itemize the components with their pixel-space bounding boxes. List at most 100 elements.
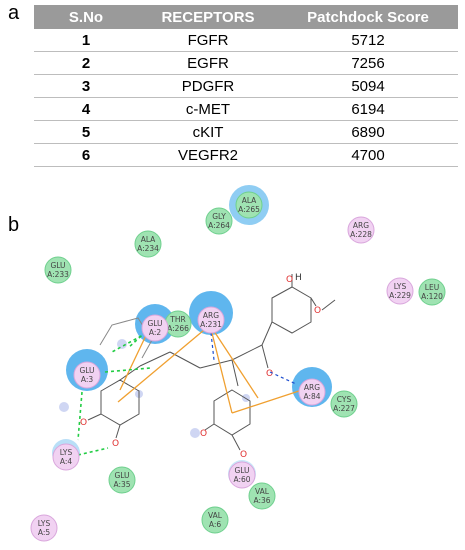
residue-name: GLU [50,261,65,270]
ring-left [100,379,140,426]
residue-number: A:229 [389,291,411,300]
residue-name: GLU [114,471,129,480]
cell-receptor: FGFR [138,29,278,52]
hbond-line [127,327,151,349]
cell-receptor: cKIT [138,120,278,144]
residue-glu35: GLU A:35 [108,466,136,494]
atom-oxygen: O [314,306,321,316]
cell-score: 5094 [278,74,458,98]
residue-name: ARG [353,221,369,230]
pi-line [117,324,211,403]
residue-disc [347,216,375,244]
residue-name: GLY [212,212,226,221]
hbond-line [77,447,109,456]
residue-name: LYS [394,282,407,291]
atom-oxygen: O [240,450,247,460]
pi-line [209,324,233,414]
residue-number: A:60 [233,475,250,484]
patchdock-score-table: S.No RECEPTORS Patchdock Score 1 FGFR 57… [34,5,458,167]
residue-lys229: LYS A:229 [386,277,414,305]
cell-sno: 3 [34,74,138,98]
header-sno: S.No [34,5,138,29]
residue-cys227: CYS A:227 [330,390,358,418]
residue-disc [134,230,162,258]
residue-disc [205,207,233,235]
residue-val6: VAL A:6 [201,506,229,534]
residue-disc [141,314,169,342]
residue-glu2: GLU A:2 [141,314,169,342]
residue-disc [30,514,58,542]
table-row: 5 cKIT 6890 [34,120,458,144]
residue-name: LEU [425,283,439,292]
bond [115,424,121,439]
bond [199,359,233,369]
ligand-structure [87,274,336,451]
cell-receptor: PDGFR [138,74,278,98]
header-receptors: RECEPTORS [138,5,278,29]
residue-number: A:265 [238,205,260,214]
residue-lys4: LYS A:4 [52,443,80,471]
cell-score: 6194 [278,97,458,121]
residue-number: A:6 [209,520,222,529]
residue-disc [73,361,101,389]
residue-glu60: GLU A:60 [228,461,256,489]
residue-name: GLU [234,466,249,475]
halo-small-3 [117,339,127,349]
atom-oxygen: O [266,369,273,379]
residue-disc [228,461,256,489]
other-interactions [210,332,297,385]
residue-ala234: ALA A:234 [134,230,162,258]
table-row: 2 EGFR 7256 [34,51,458,75]
residue-disc [235,191,263,219]
residue-number: A:3 [81,375,94,384]
panel-b-label: b [8,214,20,236]
atom-oxygen: O [112,439,119,449]
residue-name: ALA [242,196,257,205]
residue-disc [108,466,136,494]
residue-name: THR [169,315,185,324]
residue-number: A:266 [167,324,189,333]
residue-number: A:233 [47,270,69,279]
residue-number: A:4 [60,457,73,466]
residue-name: ARG [203,311,219,320]
residue-number: A:231 [200,320,222,329]
residue-name: LYS [60,448,73,457]
cell-score: 5712 [278,29,458,52]
pi-line [231,388,306,414]
pi-line [119,326,151,391]
residue-ala265: ALA A:265 [235,191,263,219]
ligand-interaction-diagram: O H O O O O O O ALA A:265 GLY A:264 [30,185,446,542]
halo-small-1 [59,402,69,412]
residue-number: A:228 [350,230,372,239]
residue-name: CYS [337,395,352,404]
cell-sno: 4 [34,97,138,121]
panel-a-label: a [8,2,20,24]
residue-disc [197,306,225,334]
cell-sno: 5 [34,120,138,144]
residue-number: A:227 [333,404,355,413]
ring-back [99,317,153,359]
charge-line [210,332,215,361]
residue-disc [52,443,80,471]
residue-gly264: GLY A:264 [205,207,233,235]
atom-oxygen: O [286,275,293,285]
table-row: 6 VEGFR2 4700 [34,143,458,167]
residue-name: ALA [141,235,156,244]
residue-disc [298,378,326,406]
residue-name: GLU [79,366,94,375]
bond [119,365,141,381]
bond [261,321,273,346]
hbond-line [77,391,83,441]
hbond-line [104,367,151,373]
bond [139,351,171,367]
residue-number: A:2 [149,328,162,337]
residue-glu3: GLU A:3 [73,361,101,389]
halo-small-4 [190,428,200,438]
table-header-row: S.No RECEPTORS Patchdock Score [34,5,458,29]
residue-disc [386,277,414,305]
cell-receptor: c-MET [138,97,278,121]
residue-arg231: ARG A:231 [197,306,225,334]
bond [231,434,241,451]
residue-leu120: LEU A:120 [418,278,446,306]
solvent-halos [52,185,332,488]
